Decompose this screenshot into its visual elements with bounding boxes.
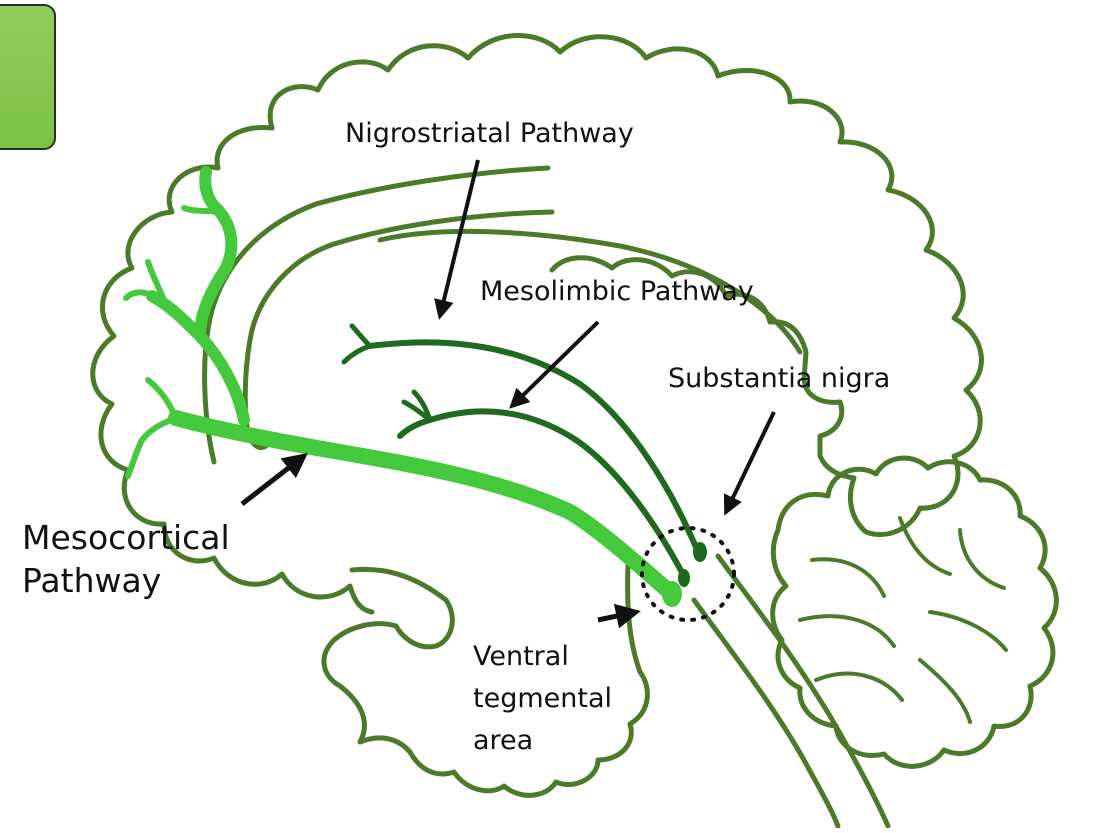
slide-accent-box [0, 4, 56, 150]
mesolimbic-twig [404, 392, 430, 420]
nigrostriatal-twig [344, 326, 370, 362]
vta-dot [662, 581, 682, 607]
mesolimbic-arrow [512, 322, 598, 406]
mesolimbic-label: Mesolimbic Pathway [480, 275, 754, 309]
vta-label-line2: tegmental [473, 678, 612, 720]
cerebellum-folds [800, 518, 1006, 722]
mesocortical-label: Mesocortical Pathway [22, 517, 230, 603]
brainstem-outline [718, 556, 888, 826]
nigrostriatal-arrow [440, 160, 478, 316]
vta-label: Ventral tegmental area [473, 636, 612, 762]
sn-dot [693, 542, 707, 562]
mesolimbic-dot [678, 569, 690, 587]
substantia-nigra-arrow [726, 412, 774, 512]
mesocortical-label-line2: Pathway [22, 560, 230, 603]
brainstem-outline-2 [694, 600, 838, 826]
mesocortical-pathway [176, 418, 672, 594]
vta-label-line3: area [473, 720, 612, 762]
nigrostriatal-label: Nigrostriatal Pathway [345, 117, 634, 151]
substantia-nigra-label: Substantia nigra [668, 362, 890, 396]
vta-label-line1: Ventral [473, 636, 612, 678]
mesocortical-arrow [242, 456, 304, 504]
cerebellum-outline [773, 458, 1057, 766]
mesocortical-label-line1: Mesocortical [22, 517, 230, 560]
